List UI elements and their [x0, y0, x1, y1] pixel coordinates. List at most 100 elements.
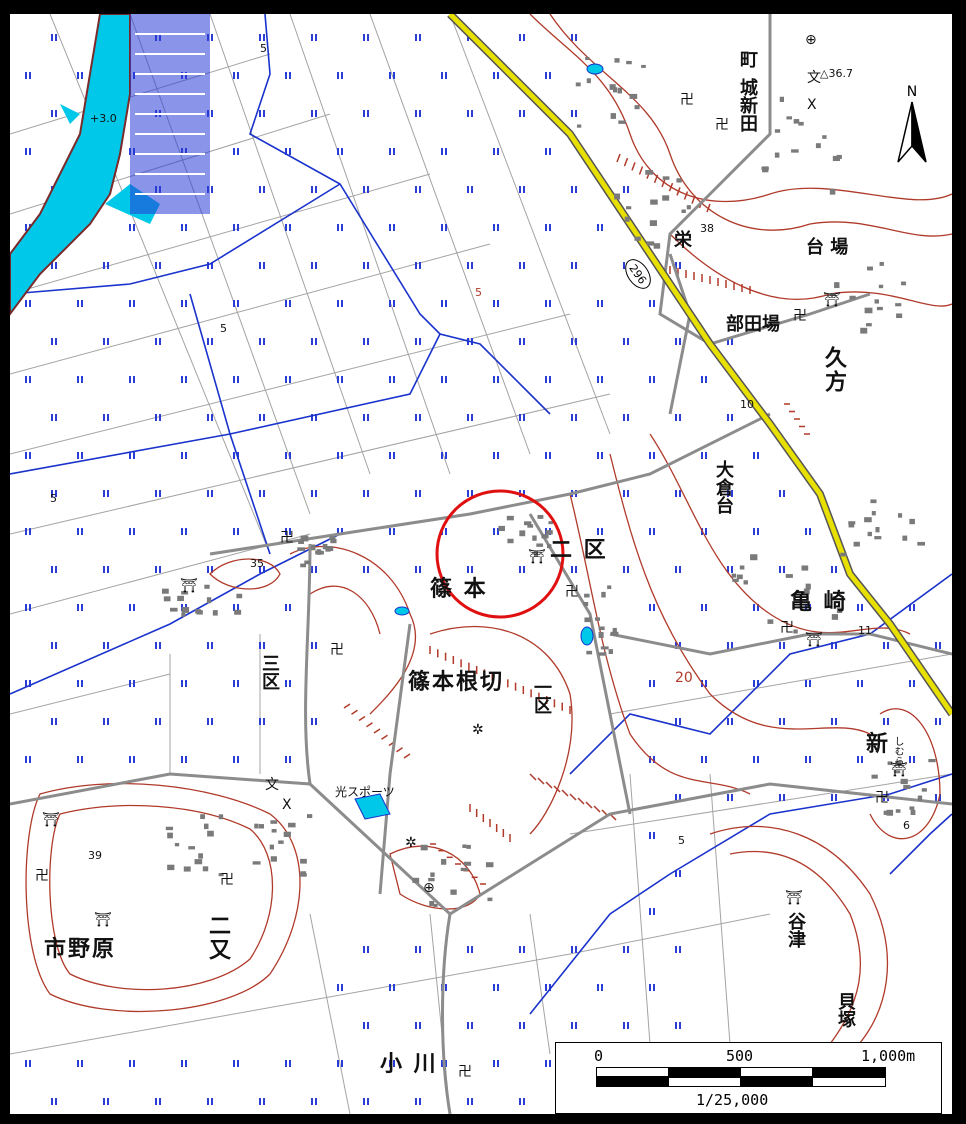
- paddy-symbol: [883, 642, 885, 649]
- building: [450, 889, 457, 895]
- paddy-symbol: [25, 376, 27, 383]
- paddy-symbol: [623, 262, 625, 269]
- paddy-symbol: [887, 718, 889, 725]
- paddy-symbol: [25, 756, 27, 763]
- paddy-symbol: [519, 110, 521, 117]
- building: [831, 614, 839, 620]
- building: [252, 861, 261, 865]
- paddy-symbol: [389, 1060, 391, 1067]
- paddy-symbol: [237, 528, 239, 535]
- elevation-label: +3.0: [90, 112, 117, 125]
- paddy-symbol: [211, 1098, 213, 1105]
- paddy-symbol: [575, 1022, 577, 1029]
- paddy-symbol: [107, 642, 109, 649]
- building: [181, 612, 186, 617]
- paddy-symbol: [805, 604, 807, 611]
- paddy-symbol: [237, 756, 239, 763]
- paddy-symbol: [51, 642, 53, 649]
- building: [441, 858, 447, 865]
- building: [921, 788, 927, 792]
- paddy-symbol: [519, 186, 521, 193]
- building: [879, 261, 884, 266]
- paddy-symbol: [263, 262, 265, 269]
- building: [507, 538, 514, 544]
- paddy-symbol: [727, 794, 729, 801]
- building: [167, 864, 175, 871]
- building: [897, 513, 903, 518]
- paddy-symbol: [731, 338, 733, 345]
- elevation-label: △36.7: [820, 67, 853, 80]
- paddy-symbol: [237, 300, 239, 307]
- scale-ratio: 1/25,000: [696, 1091, 769, 1109]
- paddy-symbol: [809, 680, 811, 687]
- paddy-symbol: [731, 718, 733, 725]
- svg-text:N: N: [907, 84, 917, 100]
- paddy-symbol: [493, 984, 495, 991]
- paddy-symbol: [727, 566, 729, 573]
- paddy-symbol: [311, 490, 313, 497]
- paddy-symbol: [211, 490, 213, 497]
- temple-icon: 卍: [780, 620, 794, 636]
- paddy-symbol: [653, 908, 655, 915]
- building: [834, 282, 840, 289]
- paddy-symbol: [705, 452, 707, 459]
- paddy-symbol: [705, 528, 707, 535]
- building: [762, 166, 769, 173]
- paddy-symbol: [315, 262, 317, 269]
- paddy-symbol: [809, 756, 811, 763]
- paddy-symbol: [211, 34, 213, 41]
- paddy-symbol: [211, 566, 213, 573]
- cliff-mark: [638, 166, 644, 175]
- paddy-symbol: [419, 186, 421, 193]
- paddy-symbol: [259, 718, 261, 725]
- paddy-symbol: [731, 642, 733, 649]
- paddy-symbol: [419, 110, 421, 117]
- paddy-symbol: [883, 718, 885, 725]
- paddy-symbol: [363, 34, 365, 41]
- paddy-symbol: [233, 528, 235, 535]
- paddy-symbol: [415, 110, 417, 117]
- paddy-symbol: [367, 186, 369, 193]
- paddy-symbol: [185, 224, 187, 231]
- paddy-symbol: [649, 680, 651, 687]
- building: [610, 631, 619, 636]
- cliff-mark: [683, 191, 689, 200]
- paddy-symbol: [441, 1060, 443, 1067]
- building: [614, 193, 621, 200]
- building: [523, 521, 532, 526]
- cliff-mark: [403, 753, 411, 759]
- paddy-symbol: [263, 490, 265, 497]
- paddy-symbol: [649, 984, 651, 991]
- topographic-map[interactable]: 296 ⛩ ⛩ ⛩ ⛩ ⛩ ⛩ ⛩ ⛩ ✲ ✲ ⊕ ⊕ 卍 卍 卍: [10, 14, 952, 1114]
- cliff-mark: [561, 789, 569, 797]
- paddy-symbol: [25, 680, 27, 687]
- building: [463, 861, 472, 866]
- paddy-symbol: [81, 376, 83, 383]
- paddy-symbol: [25, 604, 27, 611]
- paddy-symbol: [419, 1098, 421, 1105]
- paddy-symbol: [493, 148, 495, 155]
- building: [895, 303, 902, 307]
- paddy-symbol: [757, 604, 759, 611]
- paddy-symbol: [649, 832, 651, 839]
- building: [867, 266, 873, 271]
- building: [917, 795, 923, 801]
- paddy-symbol: [805, 756, 807, 763]
- paddy-symbol: [753, 452, 755, 459]
- paddy-symbol: [523, 186, 525, 193]
- paddy-symbol: [441, 148, 443, 155]
- building: [412, 877, 420, 883]
- paddy-symbol: [497, 1060, 499, 1067]
- paddy-symbol: [549, 984, 551, 991]
- paddy-symbol: [415, 1098, 417, 1105]
- elevation-label: 5: [260, 42, 267, 55]
- paddy-symbol: [519, 338, 521, 345]
- building: [498, 525, 505, 532]
- paddy-symbol: [337, 148, 339, 155]
- paddy-symbol: [285, 72, 287, 79]
- paddy-symbol: [181, 1060, 183, 1067]
- building: [903, 784, 911, 789]
- building: [634, 105, 640, 110]
- paddy-symbol: [701, 604, 703, 611]
- paddy-symbol: [523, 338, 525, 345]
